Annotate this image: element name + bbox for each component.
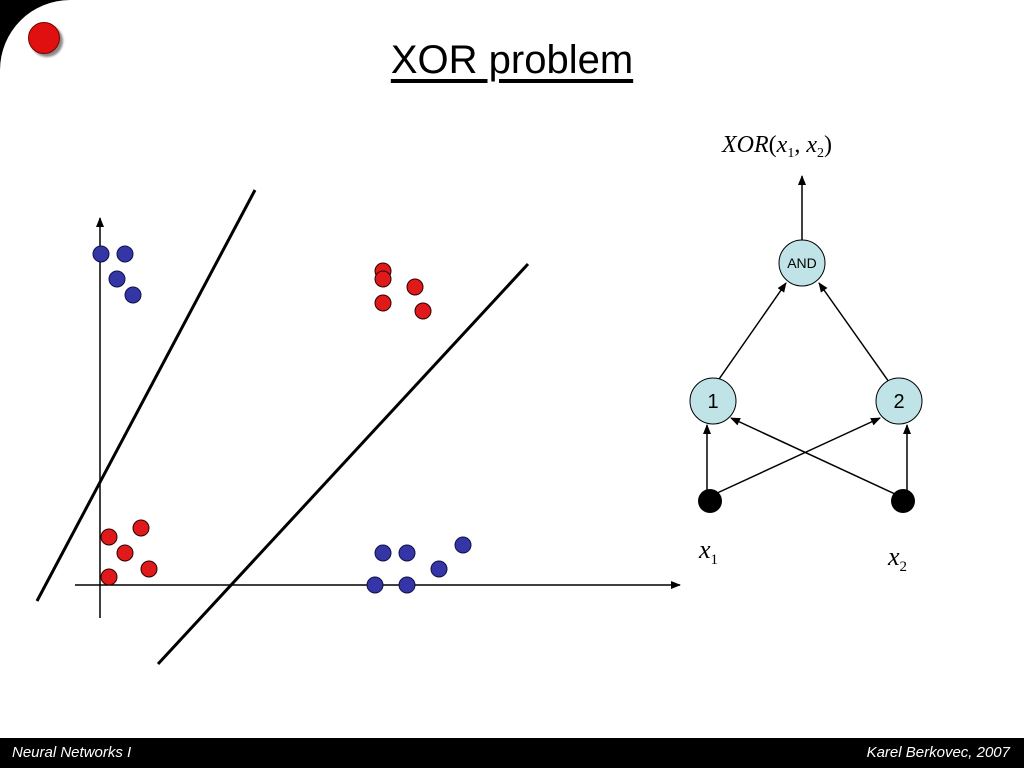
hidden-node-circle [875, 377, 923, 425]
and-node: AND [778, 239, 826, 287]
red-cluster-top-right [374, 262, 432, 320]
red-point [140, 560, 158, 578]
blue-cluster-bottom-right [366, 536, 472, 594]
footer-course-title: Neural Networks I [12, 744, 132, 761]
hidden-node-label: 1 [707, 391, 718, 413]
input-label-1: x1 [698, 535, 718, 568]
hidden-node-label: 2 [893, 391, 904, 413]
footer-bar: Neural Networks I Karel Berkovec, 2007 [0, 738, 1024, 768]
and-node-label: AND [787, 255, 817, 271]
blue-point [366, 576, 384, 594]
red-point [406, 278, 424, 296]
input-node-2 [891, 489, 915, 513]
red-point [414, 302, 432, 320]
edge-x2-h1 [730, 417, 896, 495]
red-point [374, 270, 392, 288]
input-node-1 [698, 489, 722, 513]
xor-diagram: XOR(x1, x2) AND 1 2 x1 x2 [35, 132, 923, 666]
edge-h2-and [818, 282, 890, 383]
blue-point [454, 536, 472, 554]
separating-line-1 [35, 189, 257, 602]
blue-point [374, 544, 392, 562]
input-label-2: x2 [887, 542, 907, 575]
blue-point [124, 286, 142, 304]
network-diagram: XOR(x1, x2) AND 1 2 x1 x2 [689, 132, 923, 575]
slide-title: XOR problem [390, 38, 634, 82]
hidden-node-1: 1 [689, 377, 737, 425]
blue-point [430, 560, 448, 578]
footer-author: Karel Berkovec, 2007 [866, 744, 1010, 761]
hidden-node-circle [689, 377, 737, 425]
edge-h1-and [716, 282, 787, 383]
blue-cluster-top-left [92, 245, 142, 304]
blue-point [108, 270, 126, 288]
edge-x1-h2 [714, 417, 881, 495]
separating-line-2 [156, 262, 530, 666]
blue-point [116, 245, 134, 263]
blue-point [398, 576, 416, 594]
red-point [100, 568, 118, 586]
red-point [374, 294, 392, 312]
red-point [132, 519, 150, 537]
blue-point [398, 544, 416, 562]
and-node-circle [778, 239, 826, 287]
output-label: XOR(x1, x2) [721, 132, 832, 161]
hidden-node-2: 2 [875, 377, 923, 425]
red-point [100, 528, 118, 546]
scatter-plot [35, 189, 681, 666]
red-bullet-icon [28, 22, 60, 54]
blue-point [92, 245, 110, 263]
red-point [116, 544, 134, 562]
red-cluster-bottom-left [100, 519, 158, 586]
